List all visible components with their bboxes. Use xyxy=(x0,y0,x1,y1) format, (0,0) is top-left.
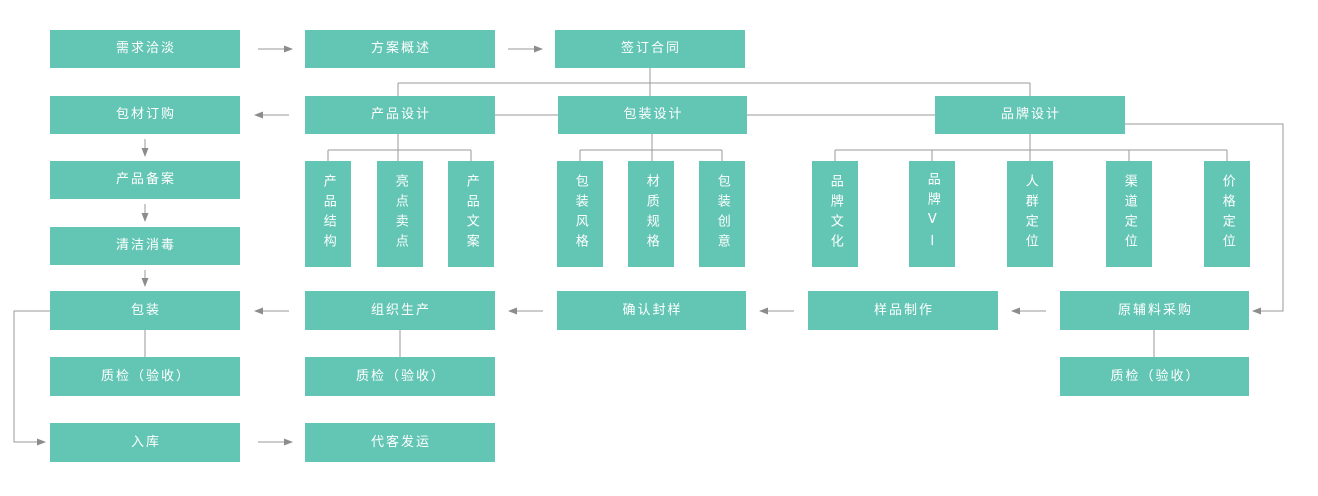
node-plan-overview: 方案概述 xyxy=(305,30,495,68)
node-channel-positioning: 渠道定位 xyxy=(1106,161,1152,267)
node-packaging-creativity: 包装创意 xyxy=(699,161,745,267)
node-label: 入库 xyxy=(130,434,161,450)
node-label: 亮点卖点 xyxy=(392,174,408,254)
node-contract-signing: 签订合同 xyxy=(555,30,745,68)
node-label: 产品备案 xyxy=(115,172,176,188)
node-label: 包装 xyxy=(130,302,161,318)
node-raw-material-procurement: 原辅料采购 xyxy=(1060,291,1249,330)
arrow-packing-elbow-to-warehousing xyxy=(13,310,50,446)
node-label: 产品文案 xyxy=(463,174,479,254)
node-label: 原辅料采购 xyxy=(1117,302,1193,318)
node-label: 材质规格 xyxy=(643,174,659,254)
node-product-structure: 产品结构 xyxy=(305,161,351,267)
node-label: 质检（验收） xyxy=(100,368,191,384)
node-label: 包装创意 xyxy=(714,174,730,254)
node-highlight-selling-points: 亮点卖点 xyxy=(377,161,423,267)
node-label: 组织生产 xyxy=(370,302,431,318)
node-label: 价格定位 xyxy=(1219,174,1235,254)
node-label: 品牌VI xyxy=(924,172,940,256)
node-sample-making: 样品制作 xyxy=(808,291,998,330)
node-demand-negotiation: 需求洽淡 xyxy=(50,30,240,68)
node-quality-inspection-materials: 质检（验收） xyxy=(1060,357,1249,396)
node-label: 方案概述 xyxy=(370,41,431,57)
node-warehousing: 入库 xyxy=(50,423,240,462)
node-label: 品牌设计 xyxy=(1000,107,1061,123)
node-brand-culture: 品牌文化 xyxy=(812,161,858,267)
node-label: 需求洽淡 xyxy=(115,41,176,57)
node-label: 品牌文化 xyxy=(827,174,843,254)
node-audience-positioning: 人群定位 xyxy=(1007,161,1053,267)
node-packaging-design: 包装设计 xyxy=(558,96,747,134)
node-quality-inspection-production: 质检（验收） xyxy=(305,357,495,396)
node-price-positioning: 价格定位 xyxy=(1204,161,1250,267)
node-label: 渠道定位 xyxy=(1121,174,1137,254)
node-sample-sealing-confirmation: 确认封样 xyxy=(557,291,746,330)
node-label: 确认封样 xyxy=(622,302,683,318)
node-packaging-style: 包装风格 xyxy=(557,161,603,267)
node-label: 人群定位 xyxy=(1022,174,1038,254)
node-product-design: 产品设计 xyxy=(305,96,495,134)
node-brand-vi: 品牌VI xyxy=(909,161,955,267)
node-label: 产品结构 xyxy=(320,174,336,254)
node-brand-design: 品牌设计 xyxy=(935,96,1125,134)
node-label: 样品制作 xyxy=(873,302,934,318)
node-label: 包装设计 xyxy=(623,107,684,123)
node-label: 产品设计 xyxy=(370,107,431,123)
node-label: 包材订购 xyxy=(115,107,176,123)
node-product-copywriting: 产品文案 xyxy=(448,161,494,267)
node-label: 质检（验收） xyxy=(1110,368,1201,384)
node-label: 清洁消毒 xyxy=(115,238,176,254)
node-cleaning-disinfection: 清洁消毒 xyxy=(50,227,240,265)
node-label: 包装风格 xyxy=(572,174,588,254)
node-quality-inspection-packing: 质检（验收） xyxy=(50,357,240,396)
node-packaging-material-order: 包材订购 xyxy=(50,96,240,134)
node-consignment-shipping: 代客发运 xyxy=(305,423,495,462)
node-label: 质检（验收） xyxy=(355,368,446,384)
node-label: 签订合同 xyxy=(620,41,681,57)
node-product-filing: 产品备案 xyxy=(50,161,240,199)
node-label: 代客发运 xyxy=(370,434,431,450)
node-production-organization: 组织生产 xyxy=(305,291,495,330)
node-material-specification: 材质规格 xyxy=(628,161,674,267)
node-packing: 包装 xyxy=(50,291,240,330)
